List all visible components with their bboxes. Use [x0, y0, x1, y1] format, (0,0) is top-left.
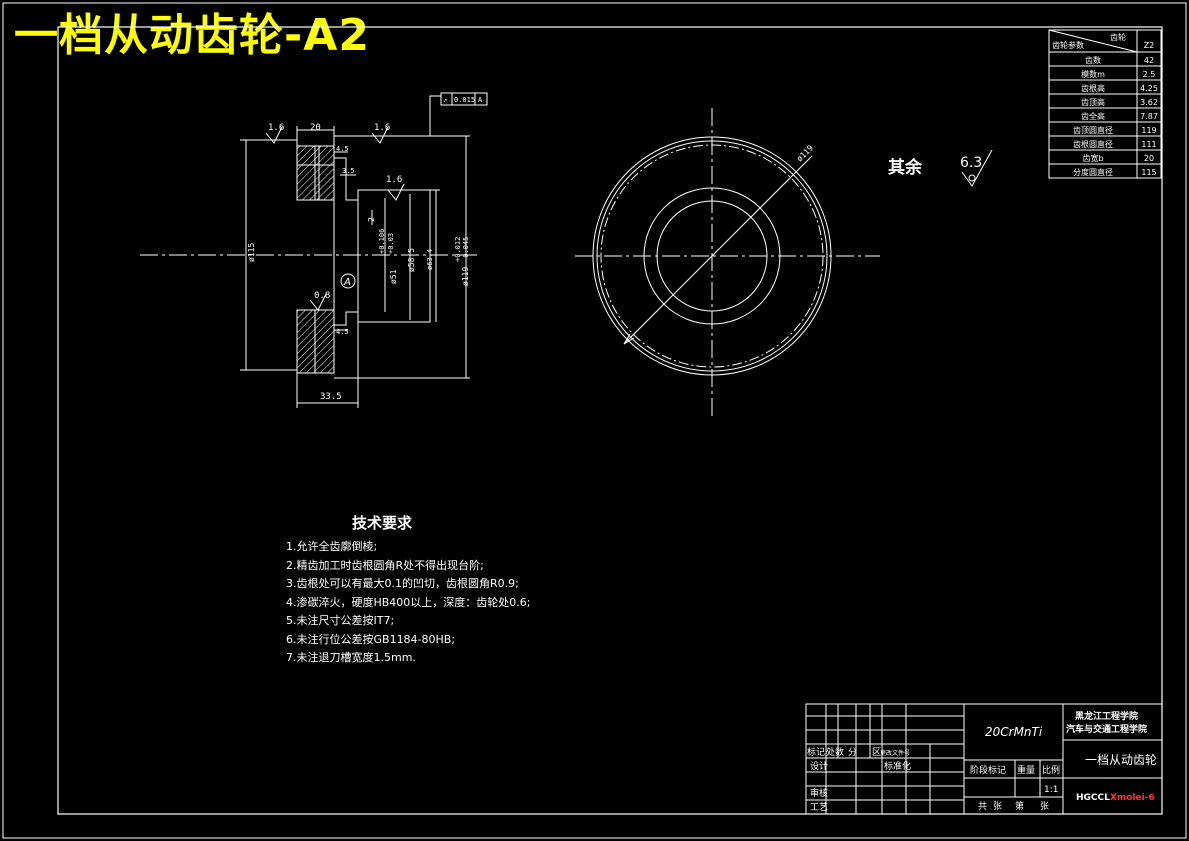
sheets-total-label: 共 — [978, 801, 987, 812]
drawing-code-suffix: Xmolei-6 — [1110, 793, 1155, 803]
scale-label: 比例 — [1042, 764, 1060, 776]
roughness-note-value: 6.3 — [960, 155, 982, 171]
dim-4-5-top: 4.5 — [336, 145, 349, 153]
stage-label: 阶段标记 — [970, 764, 1006, 776]
tech-req-item: 2.精齿加工时齿根圆角R处不得出现台阶; — [286, 558, 484, 572]
dim-dia-58-5: ø58.5 — [407, 248, 416, 272]
tech-req-item: 3.齿根处可以有最大0.1的凹切，齿根圆角R0.9; — [286, 576, 519, 590]
weight-label: 重量 — [1017, 764, 1035, 776]
gear-param-value: 111 — [1141, 140, 1156, 149]
gear-param-name: 分度圆直径 — [1073, 167, 1113, 177]
school-line-1: 黑龙江工程学院 — [1075, 710, 1138, 722]
gear-param-value: 7.87 — [1140, 112, 1158, 121]
tech-req-item: 1.允许全齿廓倒棱; — [286, 539, 377, 553]
gear-param-value: 4.25 — [1140, 84, 1158, 93]
gear-param-name: 齿顶圆直径 — [1073, 125, 1113, 135]
datum-a: A — [343, 277, 351, 288]
design-label: 设计 — [810, 760, 828, 772]
gear-param-name: 齿根圆直径 — [1073, 139, 1113, 149]
tol-frame-symbol: ↗ — [443, 96, 447, 104]
part-name: 一档从动齿轮 — [1085, 753, 1157, 767]
gear-table-header-value: Z2 — [1144, 41, 1155, 50]
tech-req-item: 4.渗碳淬火，硬度HB400以上，深度：齿轮处0.6; — [286, 595, 531, 609]
drawing-title: 一档从动齿轮-A2 — [14, 10, 370, 61]
technical-requirements: 技术要求 1.允许全齿廓倒棱; 2.精齿加工时齿根圆角R处不得出现台阶; 3.齿… — [286, 514, 531, 664]
dim-dia-51-upper-tol: +0.106 — [378, 229, 386, 254]
gear-param-name: 齿数 — [1085, 55, 1101, 65]
gear-param-value: 115 — [1141, 168, 1156, 177]
gear-param-value: 119 — [1141, 126, 1156, 135]
gear-parameter-values: 齿轮参数 齿轮 Z2 齿数 42 模数m 2.5 齿根高 4.25 齿顶高 3.62 齿全高 7.87 齿… — [1052, 32, 1158, 177]
gear-parameter-table — [1048, 29, 1162, 179]
dim-dia-119-lower-tol: -0.045 — [462, 237, 470, 262]
section-view-labels: 20 33.5 1.6 1.6 1.6 0.8 4.5 3.5 4.5 2 A … — [247, 96, 483, 402]
roughness-2: 1.6 — [374, 123, 390, 133]
dim-top-width: 20 — [310, 123, 321, 133]
dim-4-5-bottom: 4.5 — [336, 328, 349, 336]
tech-req-heading: 技术要求 — [352, 514, 413, 532]
title-block-text: 20CrMnTi 黑龙江工程学院 汽车与交通工程学院 一档从动齿轮 标记 处数 … — [807, 710, 1157, 813]
drawing-code-prefix: HGCCL — [1076, 793, 1110, 803]
gear-section-view — [140, 92, 488, 408]
gear-param-value: 2.5 — [1143, 70, 1156, 79]
gear-param-name: 齿宽b — [1082, 153, 1103, 163]
roughness-1: 1.6 — [268, 123, 284, 133]
rev-mark: 标记 — [807, 746, 825, 758]
roughness-4: 0.8 — [314, 291, 330, 301]
gear-param-value: 20 — [1144, 154, 1154, 163]
review-label: 审核 — [810, 787, 828, 799]
gear-param-name: 齿顶高 — [1081, 97, 1105, 107]
sheets-total-unit: 张 — [993, 801, 1002, 812]
dim-dia-63-4: ø63.4 — [426, 249, 434, 270]
gear-param-name: 模数m — [1081, 69, 1105, 79]
gear-param-value: 3.62 — [1140, 98, 1158, 107]
front-view-dia: ø119 — [795, 143, 815, 163]
rev-div: 分 — [848, 747, 857, 758]
dim-3-5: 3.5 — [342, 167, 355, 175]
sheets-num-unit: 张 — [1040, 801, 1049, 812]
gear-front-view — [575, 108, 880, 418]
roughness-3: 1.6 — [386, 175, 402, 185]
title-block — [805, 703, 1163, 815]
gear-table-header-param: 齿轮参数 — [1052, 40, 1084, 50]
sheets-num-label: 第 — [1015, 800, 1024, 812]
school-line-2: 汽车与交通工程学院 — [1066, 723, 1147, 735]
standard-label: 标准化 — [884, 760, 911, 772]
tol-frame-datum: A — [478, 96, 483, 104]
dim-dia-51-lower-tol: +0.03 — [387, 233, 395, 254]
gear-table-header-gear: 齿轮 — [1110, 32, 1126, 42]
gear-param-value: 42 — [1144, 56, 1154, 65]
rev-count: 处数 — [826, 746, 844, 758]
rev-zone: 区 — [872, 747, 881, 758]
tech-req-item: 7.未注退刀槽宽度1.5mm. — [286, 650, 416, 664]
process-label: 工艺 — [810, 802, 828, 813]
dim-dia-115: ø115 — [247, 243, 256, 262]
roughness-note-label: 其余 — [888, 157, 923, 178]
material: 20CrMnTi — [985, 725, 1043, 739]
gear-param-name: 齿全高 — [1081, 111, 1105, 121]
gear-param-name: 齿根高 — [1081, 83, 1105, 93]
roughness-note: 其余 6.3 — [888, 149, 993, 187]
dim-dia-51: ø51 — [389, 269, 398, 284]
dim-dia-119-upper-tol: +0.012 — [454, 237, 462, 262]
scale-value: 1:1 — [1044, 785, 1058, 795]
tech-req-item: 5.未注尺寸公差按IT7; — [286, 613, 394, 627]
dim-bottom-width: 33.5 — [320, 392, 342, 402]
tol-frame-value: 0.015 — [454, 96, 475, 104]
rev-doc: 更改文件号 — [880, 749, 910, 757]
tech-req-item: 6.未注行位公差按GB1184-80HB; — [286, 632, 455, 646]
dim-2: 2 — [367, 217, 376, 222]
drawing-code: HGCCLXmolei-6 — [1076, 793, 1155, 803]
dim-dia-119: ø119 — [461, 267, 470, 286]
